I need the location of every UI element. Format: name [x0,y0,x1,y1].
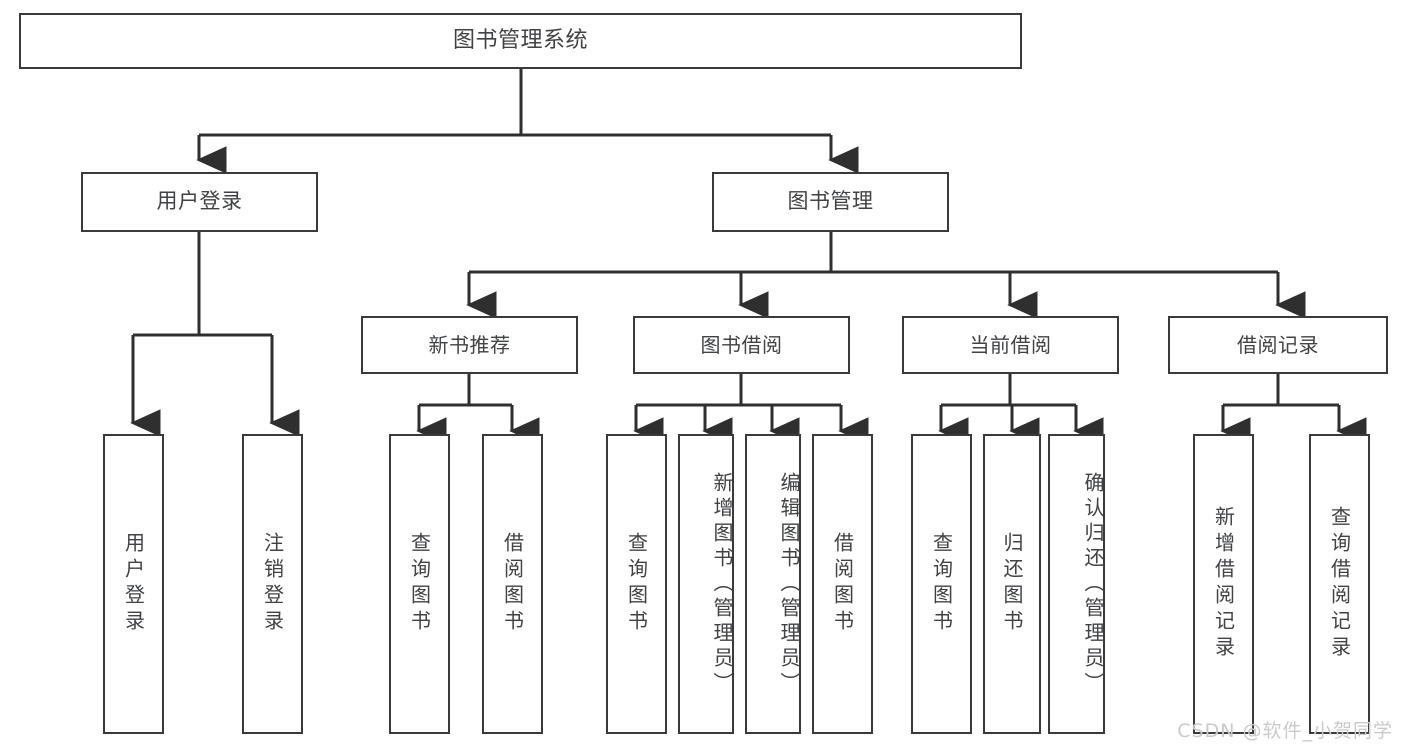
node-book-management[interactable]: 图书管理 [712,172,949,232]
leaf-current-query-book[interactable]: 查询图书 [911,434,972,734]
csdn-watermark: CSDN @软件_小贺同学 [1177,720,1393,742]
leaf-recommend-borrow-book[interactable]: 借阅图书 [482,434,543,734]
leaf-record-query-borrow-record[interactable]: 查询借阅记录 [1309,434,1370,734]
node-borrow-record[interactable]: 借阅记录 [1168,316,1388,374]
leaf-user-login-login[interactable]: 用户登录 [103,434,164,734]
leaf-user-login-logout[interactable]: 注销登录 [242,434,303,734]
leaf-recommend-query-book[interactable]: 查询图书 [389,434,450,734]
leaf-current-return-book[interactable]: 归还图书 [983,434,1041,734]
node-root[interactable]: 图书管理系统 [19,13,1022,69]
leaf-current-confirm-return-admin[interactable]: 确认归还（管理员） [1048,434,1105,734]
leaf-borrow-borrow-book[interactable]: 借阅图书 [812,434,873,734]
node-new-book-recommend[interactable]: 新书推荐 [361,316,578,374]
node-current-borrow[interactable]: 当前借阅 [902,316,1119,374]
leaf-borrow-edit-book-admin[interactable]: 编辑图书（管理员） [745,434,801,734]
leaf-borrow-add-book-admin[interactable]: 新增图书（管理员） [678,434,734,734]
leaf-record-add-borrow-record[interactable]: 新增借阅记录 [1193,434,1254,734]
node-user-login[interactable]: 用户登录 [81,172,318,232]
leaf-borrow-query-book[interactable]: 查询图书 [606,434,667,734]
node-book-borrow[interactable]: 图书借阅 [633,316,850,374]
